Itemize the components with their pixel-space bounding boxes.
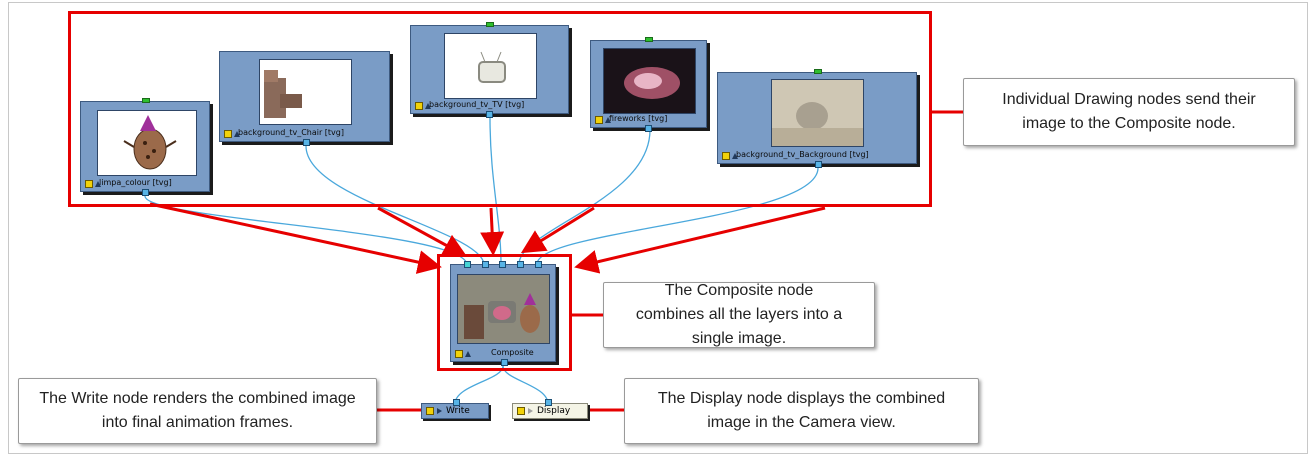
composite-highlight xyxy=(437,254,572,371)
yellow-square-icon[interactable] xyxy=(85,180,93,188)
node-fireworks[interactable]: fireworks [tvg] xyxy=(590,37,707,132)
node-label: Composite xyxy=(491,348,534,357)
limpa-thumbnail xyxy=(97,110,197,176)
input-port[interactable] xyxy=(453,399,460,406)
red-arrows xyxy=(149,202,826,274)
fireworks-thumbnail xyxy=(603,48,696,114)
node-limpa-colour[interactable]: limpa_colour [tvg] xyxy=(80,98,210,196)
node-label: Display xyxy=(537,406,571,416)
input-port-2[interactable] xyxy=(482,261,489,268)
play-icon xyxy=(437,408,442,414)
node-background-tv-chair[interactable]: background_tv_Chair [tvg] xyxy=(219,51,390,146)
input-port-4[interactable] xyxy=(517,261,524,268)
yellow-square-icon[interactable] xyxy=(595,116,603,124)
input-port-3[interactable] xyxy=(499,261,506,268)
input-port-bottom[interactable] xyxy=(486,111,493,118)
triangle-icon xyxy=(605,117,611,123)
background-thumbnail xyxy=(771,79,864,147)
output-port-top[interactable] xyxy=(142,98,150,103)
output-port-bottom[interactable] xyxy=(501,359,508,366)
node-label: limpa_colour [tvg] xyxy=(99,178,172,187)
red-arrow-left xyxy=(149,202,442,274)
yellow-square-icon[interactable] xyxy=(415,102,423,110)
input-port[interactable] xyxy=(545,399,552,406)
node-label: Write xyxy=(446,406,470,416)
yellow-square-icon[interactable] xyxy=(224,130,232,138)
yellow-square-icon[interactable] xyxy=(455,350,463,358)
node-write[interactable]: Write xyxy=(421,399,489,419)
callout-write: The Write node renders the combined imag… xyxy=(18,378,377,444)
red-arrow-center xyxy=(480,207,505,256)
callout-display: The Display node displays the combined i… xyxy=(624,378,979,444)
composite-thumbnail xyxy=(457,274,550,344)
wire-composite-display xyxy=(502,365,549,405)
input-port-5[interactable] xyxy=(535,261,542,268)
input-port-bottom[interactable] xyxy=(142,189,149,196)
page-frame xyxy=(8,2,1308,454)
node-background-tv-background[interactable]: background_tv_Background [tvg] xyxy=(717,69,917,168)
triangle-icon xyxy=(465,351,471,357)
chair-thumbnail xyxy=(259,59,352,125)
play-icon xyxy=(528,408,533,414)
red-connector-lines xyxy=(376,110,963,412)
node-label: background_tv_Background [tvg] xyxy=(736,150,869,159)
wire-background-composite xyxy=(536,167,819,265)
output-port-top[interactable] xyxy=(486,22,494,27)
yellow-square-icon[interactable] xyxy=(722,152,730,160)
node-composite[interactable]: Composite xyxy=(450,261,556,366)
input-port-bottom[interactable] xyxy=(815,161,822,168)
callout-composite: The Composite node combines all the laye… xyxy=(603,282,875,348)
drawing-nodes-highlight xyxy=(68,11,932,207)
callout-drawing-nodes: Individual Drawing nodes send their imag… xyxy=(963,78,1295,146)
node-display[interactable]: Display xyxy=(512,399,588,419)
triangle-icon xyxy=(732,153,738,159)
output-port-top[interactable] xyxy=(645,37,653,42)
input-port-bottom[interactable] xyxy=(645,125,652,132)
node-background-tv-tv[interactable]: background_tv_TV [tvg] xyxy=(410,22,569,118)
yellow-square-icon[interactable] xyxy=(426,407,434,415)
input-port-bottom[interactable] xyxy=(303,139,310,146)
triangle-icon xyxy=(95,181,101,187)
triangle-icon xyxy=(234,131,240,137)
triangle-icon xyxy=(425,103,431,109)
input-port-1[interactable] xyxy=(464,261,471,268)
wire-chair-composite xyxy=(305,145,485,265)
red-arrow-right xyxy=(574,206,826,274)
output-port-top[interactable] xyxy=(814,69,822,74)
red-arrow-midleft xyxy=(377,206,468,257)
tv-thumbnail xyxy=(444,33,537,99)
node-label: fireworks [tvg] xyxy=(609,114,668,123)
wire-composite-write xyxy=(454,365,504,405)
node-label: background_tv_TV [tvg] xyxy=(429,100,525,109)
node-label: background_tv_Chair [tvg] xyxy=(238,128,344,137)
yellow-square-icon[interactable] xyxy=(517,407,525,415)
red-arrow-midright xyxy=(520,206,595,254)
